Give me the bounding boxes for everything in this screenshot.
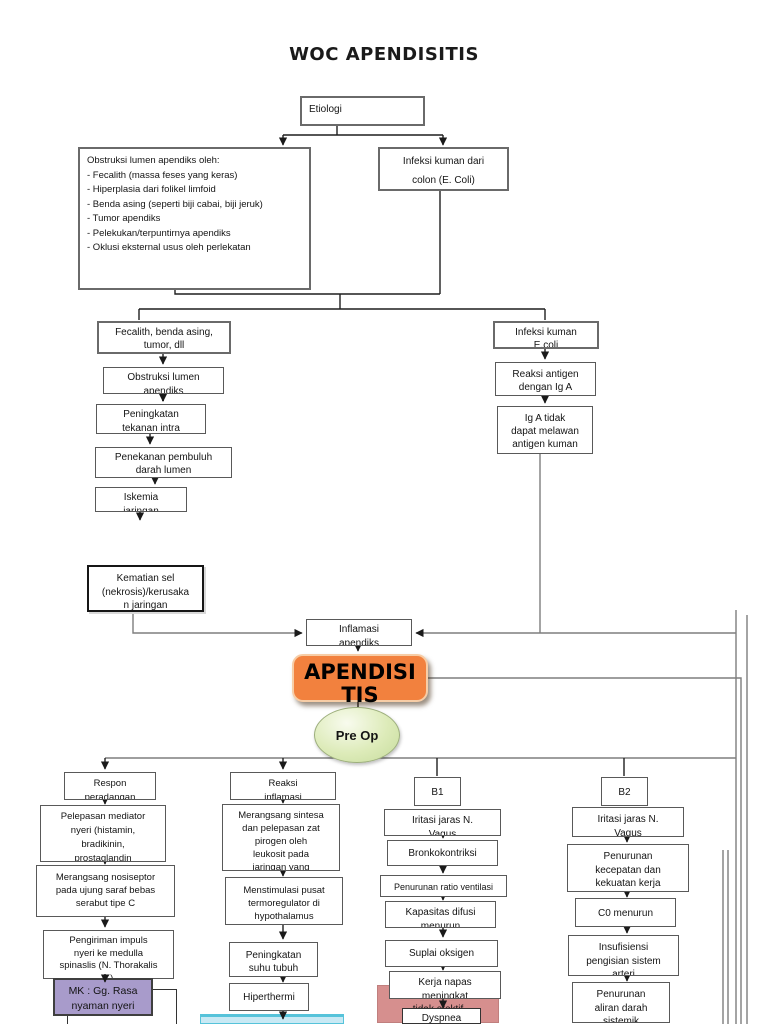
- insufisiensi-box: Insufisiensi pengisian sistem arteri: [568, 935, 679, 976]
- kapasitas-difusi-box: Kapasitas difusi menurun: [385, 901, 496, 928]
- fecalith-box: Fecalith, benda asing, tumor, dll: [97, 321, 231, 354]
- kematian-sel-box: Kematian sel (nekrosis)/kerusaka n jarin…: [87, 565, 204, 612]
- penekanan-pembuluh-box: Penekanan pembuluh darah lumen: [95, 447, 232, 478]
- infeksi-ecoli-box: Infeksi kuman E.coli: [493, 321, 599, 349]
- inflamasi-box: Inflamasi apendiks: [306, 619, 412, 646]
- obstruksi-lumen-box: Obstruksi lumen apendiks: [103, 367, 224, 394]
- iskemia-box: Iskemia jaringan: [95, 487, 187, 512]
- peningkatan-tekanan-box: Peningkatan tekanan intra lumen: [96, 404, 206, 434]
- penurunan-kecepatan-box: Penurunan kecepatan dan kekuatan kerja j…: [567, 844, 689, 892]
- respon-peradangan-box: Respon peradangan: [64, 772, 156, 800]
- reaksi-inflamasi-box: Reaksi inflamasi: [230, 772, 336, 800]
- obstruksi-list-box: Obstruksi lumen apendiks oleh: - Fecalit…: [78, 147, 311, 290]
- reaksi-antigen-box: Reaksi antigen dengan Ig A: [495, 362, 596, 396]
- teal-box: [200, 1014, 344, 1024]
- etiologi-box: Etiologi: [300, 96, 425, 126]
- menstimulasi-box: Menstimulasi pusat termoregulator di hyp…: [225, 877, 343, 925]
- penurunan-aliran-box: Penurunan aliran darah sistemik: [572, 982, 670, 1023]
- connector-line: [174, 290, 440, 295]
- kerja-napas-box: Kerja napas meningkat: [389, 971, 501, 999]
- b1-box: B1: [414, 777, 461, 806]
- mk-nyeri-box: MK : Gg. Rasa nyaman nyeri: [53, 978, 153, 1016]
- pelepasan-mediator-box: Pelepasan mediator nyeri (histamin, brad…: [40, 805, 166, 862]
- iritasi-b1-box: Iritasi jaras N. Vagus: [384, 809, 501, 836]
- suplai-oksigen-box: Suplai oksigen: [385, 940, 498, 967]
- preop-ellipse: Pre Op: [314, 707, 400, 763]
- dyspnea-box: Dyspnea: [402, 1008, 481, 1024]
- bronkokontriksi-box: Bronkokontriksi: [387, 840, 498, 866]
- nosiseptor-box: Merangsang nosiseptor pada ujung saraf b…: [36, 865, 175, 917]
- connector-line: [132, 612, 303, 638]
- penurunan-ratio-box: Penurunan ratio ventilasi: [380, 875, 507, 897]
- page-title: WOC APENDISITIS: [289, 44, 479, 65]
- iritasi-b2-box: Iritasi jaras N. Vagus: [572, 807, 684, 837]
- iga-tidak-box: Ig A tidak dapat melawan antigen kuman: [497, 406, 593, 454]
- merangsang-sintesa-box: Merangsang sintesa dan pelepasan zat pir…: [222, 804, 340, 871]
- hiperthermi-box: Hiperthermi: [229, 983, 309, 1011]
- b2-box: B2: [601, 777, 648, 806]
- peningkatan-suhu-box: Peningkatan suhu tubuh: [229, 942, 318, 977]
- pengiriman-impuls-box: Pengiriman impuls nyeri ke medulla spina…: [43, 930, 174, 979]
- apendisitis-box: APENDISI TIS: [292, 654, 428, 707]
- infeksi-colon-box: Infeksi kuman dari colon (E. Coli): [378, 147, 509, 191]
- co-menurun-box: C0 menurun: [575, 898, 676, 927]
